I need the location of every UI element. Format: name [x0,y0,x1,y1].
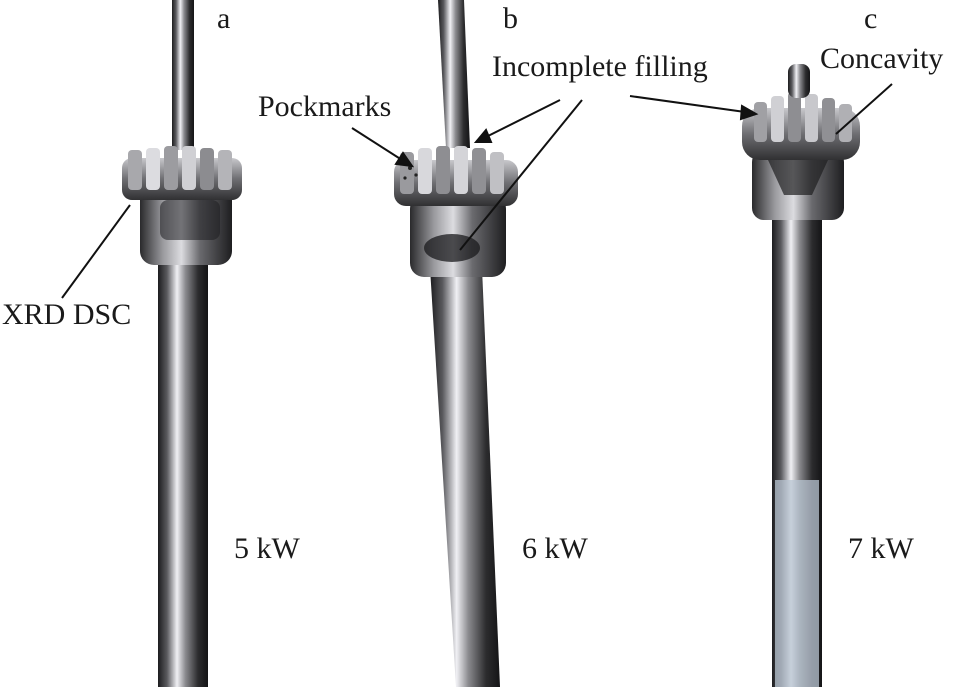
specimen-b [394,0,518,687]
xrd-dsc-label: XRD DSC [2,298,132,331]
power-label-b: 6 kW [522,532,588,565]
specimen-c-tip [788,64,810,98]
panel-label-c: c [864,2,878,35]
specimen-b-gear [394,146,518,206]
concavity-leader [835,83,893,135]
panel-label-b: b [503,2,518,35]
specimen-c-gear [742,92,860,160]
xrd-dsc-leader [61,204,131,299]
panel-label-a: a [217,2,231,35]
specimen-c-concavity [768,160,828,195]
specimen-a [122,0,242,687]
incomplete-filling-label: Incomplete filling [492,50,708,83]
pockmarks-label: Pockmarks [258,90,392,123]
specimen-a-gear [122,146,242,200]
specimen-b-top-wire [438,0,470,148]
specimen-b-shaft [430,268,500,687]
power-label-c: 7 kW [848,532,914,565]
concavity-label: Concavity [820,42,944,75]
incomplete-filling-leader-2 [459,99,583,251]
incomplete-filling-leader-3 [629,95,746,113]
specimen-c [742,64,860,687]
incomplete-filling-arrowhead-1 [473,128,493,143]
incomplete-filling-arrowhead-3 [739,104,759,121]
specimen-c-oxide-patch [775,480,819,687]
pockmarks-leader [351,127,403,161]
specimen-b-incomplete-filling-area [424,234,480,262]
specimen-a-top-wire [172,0,194,150]
specimen-a-collar-shadow [160,200,220,240]
power-label-a: 5 kW [234,532,300,565]
incomplete-filling-leader-1 [485,99,561,138]
annotation-arrows [61,83,893,299]
specimen-a-shaft [158,255,208,687]
pockmarks-arrowhead [394,151,415,168]
